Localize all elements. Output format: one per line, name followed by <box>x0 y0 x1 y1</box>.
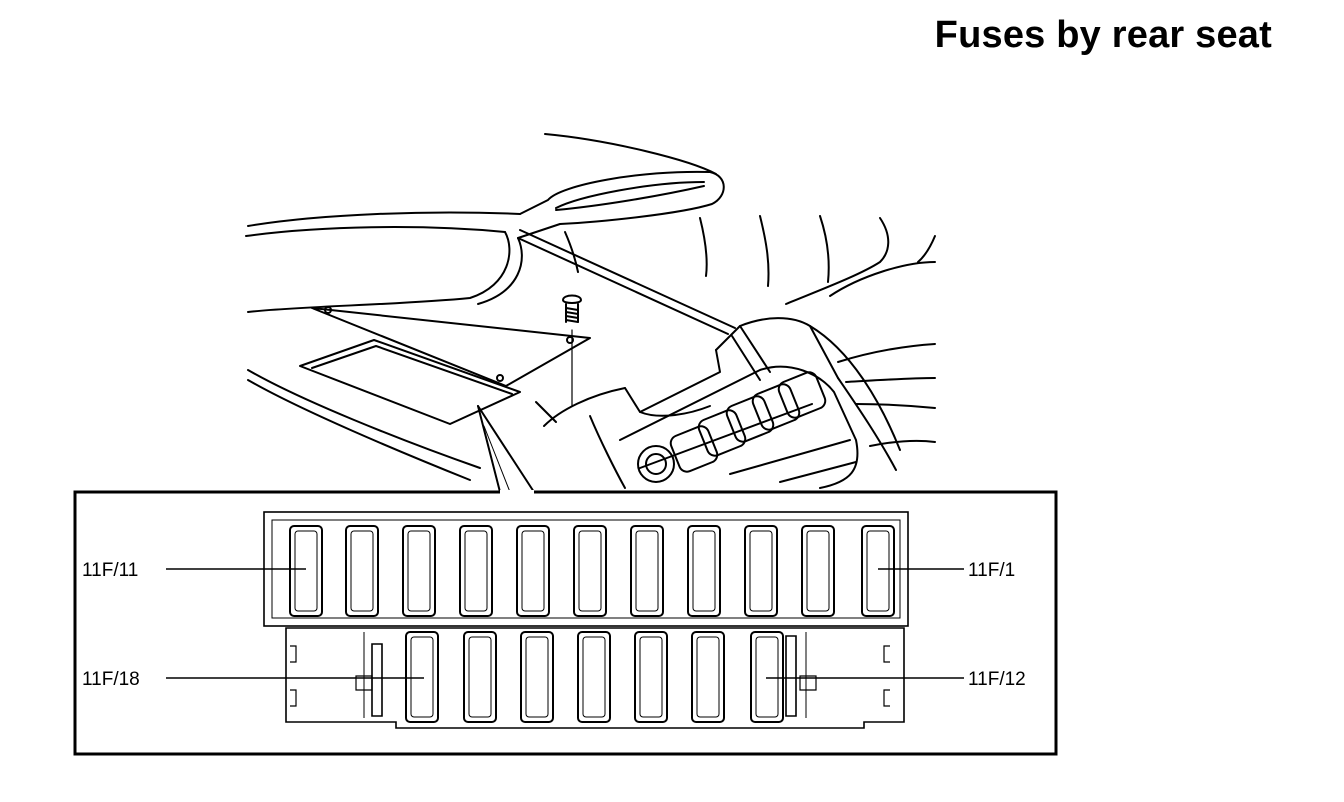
fuse-top-11 <box>289 525 323 617</box>
fuse-bottom-18 <box>405 631 439 723</box>
fuse-row-bottom <box>405 631 784 723</box>
fuse-bottom-14 <box>634 631 668 723</box>
fuse-top-5 <box>630 525 664 617</box>
inset-frame <box>73 490 1058 756</box>
console-buttons <box>669 371 827 473</box>
leader-lines <box>166 568 964 679</box>
fuse-top-6 <box>573 525 607 617</box>
label-top-left: 11F/11 <box>82 560 138 581</box>
fuse-bottom-15 <box>577 631 611 723</box>
fuse-top-3 <box>744 525 778 617</box>
fuse-bottom-13 <box>691 631 725 723</box>
fuse-bottom-12 <box>750 631 784 723</box>
fuse-top-8 <box>459 525 493 617</box>
fuse-top-7 <box>516 525 550 617</box>
label-top-right: 11F/1 <box>968 560 1015 581</box>
page-title: Fuses by rear seat <box>934 14 1272 56</box>
label-bottom-right: 11F/12 <box>968 669 1026 690</box>
label-bottom-left: 11F/18 <box>82 669 140 690</box>
fuse-top-10 <box>345 525 379 617</box>
fuse-bottom-16 <box>520 631 554 723</box>
fuse-row-top <box>289 525 895 617</box>
rear-seat-illustration <box>245 133 936 493</box>
fuse-bottom-17 <box>463 631 497 723</box>
fuse-top-1 <box>861 525 895 617</box>
fuse-top-2 <box>801 525 835 617</box>
fuse-top-4 <box>687 525 721 617</box>
fuse-top-9 <box>402 525 436 617</box>
